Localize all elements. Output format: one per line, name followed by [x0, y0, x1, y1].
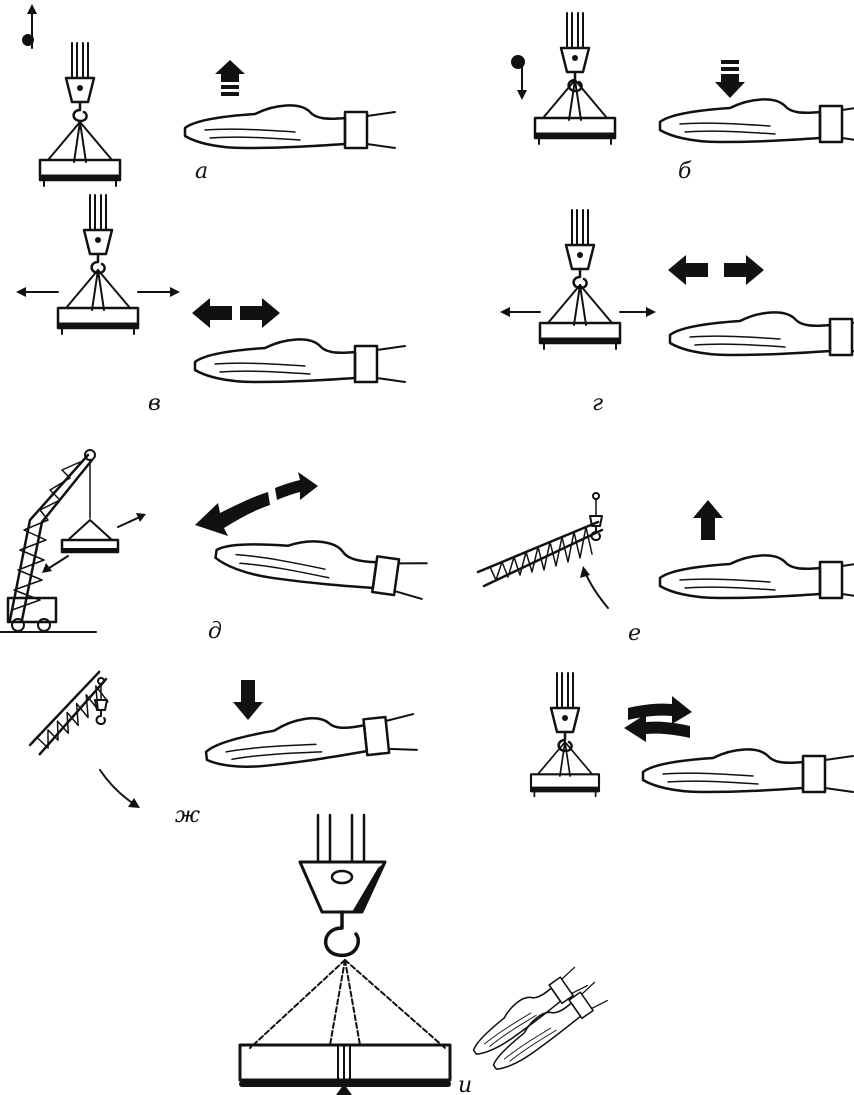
- hook-block-icon: [66, 43, 94, 121]
- load-tray-icon: [535, 80, 615, 144]
- movement-arrows-icon: [16, 287, 180, 297]
- hand-second-icon: [486, 979, 608, 1075]
- alternating-arrows-icon: [624, 696, 692, 742]
- boom-hook-icon: [95, 678, 107, 724]
- hook-block-large-icon: [300, 815, 385, 955]
- arrow-down-icon: [715, 60, 745, 98]
- hook-block-icon: [566, 210, 594, 288]
- panel-zh: ж: [15, 671, 417, 828]
- hand-flat-icon: [195, 339, 405, 382]
- caption-g: г: [592, 391, 603, 416]
- curved-double-arrow-icon: [195, 472, 318, 536]
- hand-waving-icon: [214, 528, 428, 599]
- crane-boom-icon: [15, 671, 123, 757]
- hand-flat-icon: [670, 312, 854, 355]
- hand-palm-up-icon: [660, 555, 854, 598]
- panel-e: е: [478, 493, 854, 646]
- boom-lower-arrow-icon: [100, 770, 140, 808]
- boom-raise-arrow-icon: [580, 566, 608, 608]
- panel-v: в: [16, 195, 405, 416]
- panel-g: г: [500, 210, 854, 416]
- load-tray-icon: [58, 270, 138, 334]
- panel-z: [531, 673, 853, 796]
- double-arrow-icon: [668, 255, 764, 285]
- load-tray-icon: [40, 122, 120, 186]
- boom-hook-icon: [590, 493, 602, 540]
- hand-palm-down-icon: [660, 99, 854, 142]
- movement-arrows-icon: [500, 307, 656, 317]
- caption-i: и: [458, 1073, 472, 1095]
- chains-icon: [250, 960, 445, 1048]
- panel-a: а: [22, 4, 395, 186]
- rotation-arrows-icon: [42, 513, 146, 573]
- hand-palm-up-icon: [185, 105, 395, 148]
- caption-v: в: [148, 391, 161, 416]
- load-tray-icon: [62, 520, 118, 552]
- hand-flat-icon: [643, 749, 853, 792]
- hook-block-icon: [84, 195, 112, 273]
- signal-indicator-icon: [511, 55, 527, 100]
- hand-palm-down-icon: [204, 708, 417, 772]
- panel-b: б: [511, 13, 854, 184]
- hands-together-icon: [466, 964, 588, 1060]
- arrow-up-icon: [215, 60, 245, 96]
- panel-i: и: [240, 815, 607, 1095]
- caption-a: а: [195, 159, 208, 184]
- caption-e: е: [628, 621, 641, 646]
- hook-block-icon: [551, 673, 579, 751]
- load-box-large-icon: [240, 1045, 450, 1095]
- arrow-down-icon: [233, 680, 263, 720]
- arrow-up-icon: [693, 500, 723, 540]
- caption-b: б: [678, 159, 692, 184]
- double-arrow-icon: [192, 298, 280, 328]
- caption-zh: ж: [175, 803, 200, 828]
- caption-d: д: [208, 619, 222, 644]
- load-tray-icon: [540, 285, 620, 349]
- panel-d: д: [0, 450, 428, 644]
- signal-indicator-icon: [22, 4, 37, 48]
